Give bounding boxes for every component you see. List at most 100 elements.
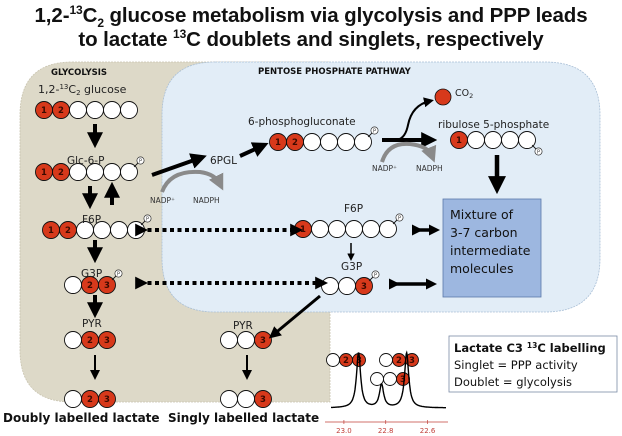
carbon-number: 1: [48, 226, 54, 236]
unlabelled-carbon-icon: [220, 331, 238, 349]
title-subscript: 2: [97, 16, 104, 31]
mixture-box: [442, 198, 542, 298]
cofactor-arrow-1: [160, 169, 224, 193]
carbon-number: 3: [361, 282, 367, 292]
unlabelled-carbon-icon: [518, 131, 536, 149]
legend-line-doublet: Doublet = glycolysis: [454, 375, 572, 389]
labelled-carbon-icon: [355, 277, 373, 295]
phosphate-symbol: P: [373, 129, 376, 135]
unlabelled-carbon-icon: [328, 220, 346, 238]
phosphate-icon: [114, 269, 123, 278]
nadp-label-1: NADP⁺: [150, 196, 175, 205]
labelled-carbon-icon: [254, 331, 272, 349]
unlabelled-carbon-icon: [321, 277, 339, 295]
carbon-number: 1: [41, 106, 47, 116]
title-text: glucose metabolism via glycolysis and PP…: [103, 4, 588, 27]
carbon-number: 1: [41, 168, 47, 178]
title-text: 1,2-: [34, 4, 70, 27]
carbon-number: 1: [275, 138, 281, 148]
labelled-carbon-icon: [254, 390, 272, 408]
unlabelled-carbon-icon: [345, 220, 363, 238]
unlabelled-carbon-icon: [237, 390, 255, 408]
nadp-label-2: NADP⁺: [372, 164, 397, 173]
phosphate-symbol: P: [139, 159, 142, 165]
molecule-phosphogluconate: 1 2 P: [269, 126, 379, 151]
unlabelled-carbon-icon: [120, 101, 138, 119]
unlabelled-carbon-icon: [383, 372, 397, 386]
labelled-carbon-icon: [98, 390, 116, 408]
molecule-f6p-ppp: 1P: [294, 213, 404, 238]
nmr-tick-label: 22.6: [420, 427, 436, 435]
phosphate-icon: [143, 214, 152, 223]
unlabelled-carbon-icon: [220, 390, 238, 408]
unlabelled-carbon-icon: [326, 353, 340, 367]
ppp-header: PENTOSE PHOSPHATE PATHWAY: [258, 67, 412, 77]
labelled-carbon-icon: [98, 276, 116, 294]
mixture-line-4: molecules: [450, 261, 513, 276]
arrow-co2-release: [394, 97, 434, 141]
carbon-number: 2: [65, 226, 71, 236]
phosphate-icon: [395, 213, 404, 222]
unlabelled-carbon-icon: [362, 220, 380, 238]
f6p-glycolysis-label: F6P: [82, 214, 101, 226]
legend-title: Lactate C3 13C labelling: [454, 341, 606, 355]
phosphate-icon: [534, 147, 543, 156]
singly-labelled-lactate-label: Singly labelled lactate: [168, 411, 319, 425]
unlabelled-carbon-icon: [354, 133, 372, 151]
glc6p-label: Glc-6-P: [67, 155, 104, 167]
mixture-line-2: 3-7 carbon: [450, 225, 518, 240]
phosphate-icon: [136, 156, 145, 165]
unlabelled-carbon-icon: [69, 101, 87, 119]
molecule-pyr-ppp: 3: [220, 331, 272, 349]
unlabelled-carbon-icon: [103, 101, 121, 119]
unlabelled-carbon-icon: [501, 131, 519, 149]
unlabelled-carbon-icon: [86, 101, 104, 119]
unlabelled-carbon-icon: [379, 353, 393, 367]
phosphate-icon: [370, 126, 379, 135]
carbon-number: 1: [456, 136, 462, 146]
molecule-ribulose: 1P: [450, 131, 543, 156]
unlabelled-carbon-icon: [64, 276, 82, 294]
carbon-number: 2: [87, 336, 93, 346]
carbon-number: 2: [87, 395, 93, 405]
diagram-title: 1,2-13C2 glucose metabolism via glycolys…: [0, 4, 622, 52]
unlabelled-carbon-icon: [337, 133, 355, 151]
carbon-number: 2: [343, 356, 349, 366]
glucose-label: 1,2-13C2 glucose: [38, 83, 127, 97]
6pgl-label: 6PGL: [210, 155, 237, 167]
cofactor-arrow-2: [380, 141, 437, 163]
unlabelled-carbon-icon: [64, 331, 82, 349]
arrow-6pgl-to-phosphogluconate: [239, 142, 269, 158]
unlabelled-carbon-icon: [484, 131, 502, 149]
title-superscript: 13: [173, 27, 187, 42]
mixture-line-1: Mixture of: [450, 207, 514, 222]
glycolysis-header: GLYCOLYSIS: [51, 68, 107, 78]
unlabelled-carbon-icon: [103, 163, 121, 181]
title-text: to lactate: [78, 28, 173, 51]
nadph-label-1: NADPH: [193, 196, 220, 205]
phosphate-symbol: P: [117, 272, 120, 278]
g3p-ppp-label: G3P: [341, 261, 362, 273]
doubly-labelled-lactate-label: Doubly labelled lactate: [3, 411, 160, 425]
carbon-number: 3: [409, 356, 415, 366]
unlabelled-carbon-icon: [338, 277, 356, 295]
title-superscript: 13: [69, 3, 83, 18]
unlabelled-carbon-icon: [303, 133, 321, 151]
nadph-label-2: NADPH: [416, 164, 443, 173]
unlabelled-carbon-icon: [110, 221, 128, 239]
co2-carbon-icon: [434, 88, 452, 106]
carbon-number: 3: [400, 375, 406, 385]
phosphate-symbol: P: [374, 273, 377, 279]
unlabelled-carbon-icon: [120, 163, 138, 181]
phosphogluconate-label: 6-phosphogluconate: [248, 116, 356, 128]
unlabelled-carbon-icon: [64, 390, 82, 408]
carbon-number: 2: [292, 138, 298, 148]
nmr-tick-label: 22.8: [378, 427, 394, 435]
f6p-ppp-label: F6P: [344, 203, 363, 215]
